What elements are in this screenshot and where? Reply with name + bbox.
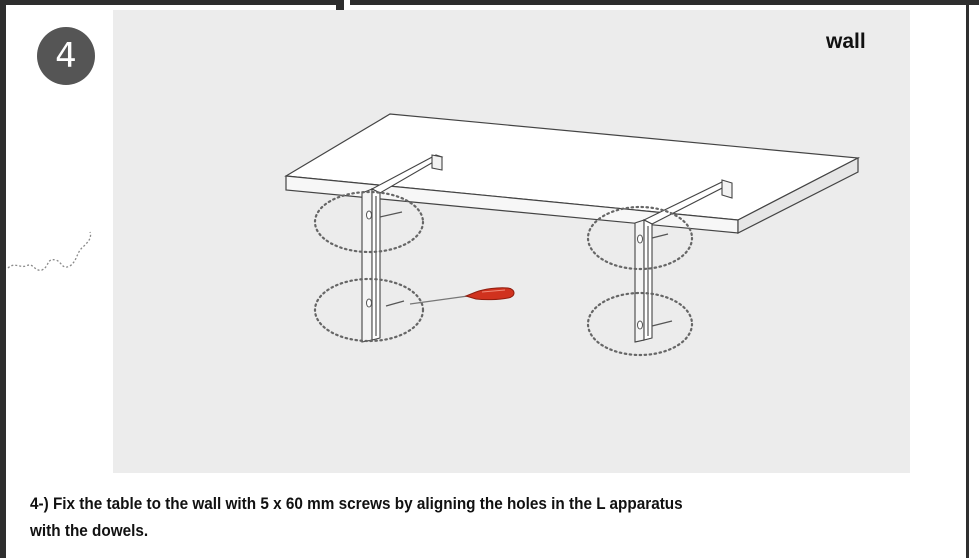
- top-border-right: [350, 0, 979, 5]
- tabletop-shelf-icon: [284, 113, 861, 234]
- top-border-notch: [336, 0, 344, 14]
- right-border: [966, 0, 969, 558]
- illustration-panel: [113, 10, 910, 473]
- instruction-line-1: 4-) Fix the table to the wall with 5 x 6…: [30, 494, 683, 513]
- screwdriver-icon: [409, 287, 515, 305]
- instruction-line-2: with the dowels.: [30, 521, 149, 540]
- step-number: 4: [55, 36, 77, 76]
- top-border: [0, 0, 344, 5]
- left-border: [0, 0, 6, 558]
- wall-label: wall: [826, 30, 866, 53]
- decorative-squiggle-icon: [7, 231, 92, 271]
- screw-icon: [379, 211, 673, 327]
- right-l-bracket-icon: [634, 179, 733, 343]
- step-number-badge: 4: [37, 27, 95, 85]
- step-instruction: 4-) Fix the table to the wall with 5 x 6…: [30, 490, 840, 544]
- dotted-circle-callout-icon: [313, 190, 694, 357]
